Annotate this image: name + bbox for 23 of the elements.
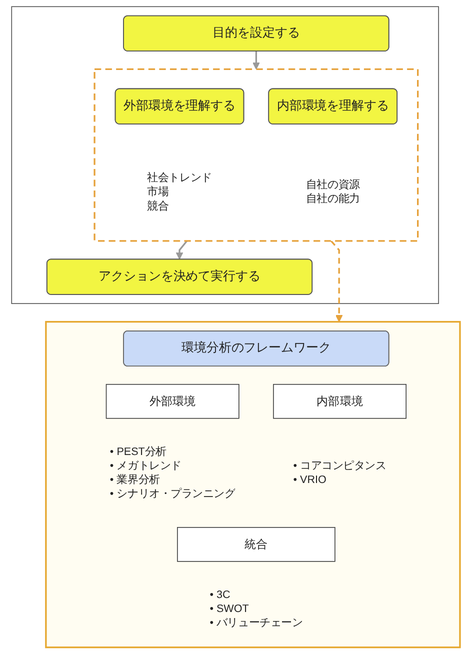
arrow: [252, 50, 260, 70]
node-label: 市場: [147, 185, 169, 198]
node-label: • SWOT: [210, 602, 249, 614]
cluster: [11, 6, 440, 304]
node-label: 競合: [147, 199, 169, 212]
node-box: 内部環境: [273, 384, 407, 419]
arrow: [330, 240, 343, 322]
node-label: 自社の資源: [306, 178, 360, 191]
node-label: • バリューチェーン: [210, 616, 303, 628]
node-box: 統合: [177, 527, 336, 562]
node-label: • コアコンピタンス: [293, 458, 386, 472]
node-label: • VRIO: [293, 472, 327, 486]
cluster: [94, 68, 419, 242]
node-label: 自社の能力: [306, 192, 360, 205]
node-label: • 3C: [210, 588, 230, 600]
node-label: • 業界分析: [110, 472, 160, 486]
node-label: • PEST分析: [110, 444, 167, 458]
node-box: 外部環境: [106, 384, 240, 419]
node-label: 社会トレンド: [147, 171, 212, 184]
cluster: [45, 320, 461, 648]
node-label: • メガトレンド: [110, 458, 182, 472]
node-label: • シナリオ・プランニング: [110, 486, 236, 500]
arrow: [176, 240, 188, 260]
